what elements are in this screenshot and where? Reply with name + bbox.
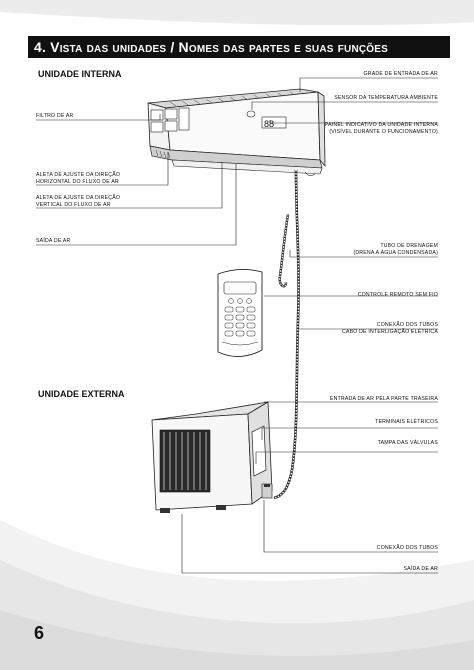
page-number: 6 (34, 623, 45, 643)
label-valve-cover: TAMPA DAS VÁLVULAS (377, 440, 438, 446)
label-pipe-connection-outdoor: CONEXÃO DOS TUBOS (376, 545, 438, 551)
label-horizontal-louver-2: HORIZONTAL DO FLUXO DE AR (36, 179, 119, 185)
indoor-unit-drawing: 88 (147, 88, 326, 176)
label-remote-control: CONTROLE REMOTO SEM FIO (357, 292, 438, 298)
label-air-inlet-grille: GRADE DE ENTRADA DE AR (363, 71, 438, 77)
label-pipe-connection-2: CABO DE INTERLIGAÇÃO ELÉTRICA (341, 329, 438, 335)
title-bar (28, 36, 450, 58)
leader-lines (36, 77, 438, 574)
label-drain-pipe-1: TUBO DE DRENAGEM (380, 243, 438, 249)
page-title: 4. Vista das unidades / Nomes das partes… (34, 39, 389, 55)
label-air-outlet: SAÍDA DE AR (36, 238, 71, 244)
label-pipe-connection-1: CONEXÃO DOS TUBOS (376, 322, 438, 328)
connection-pipe-drawing (273, 169, 300, 500)
outdoor-unit-drawing (151, 401, 273, 513)
remote-control-drawing (217, 269, 263, 357)
label-rear-air-inlet: ENTRADA DE AR PELA PARTE TRASEIRA (329, 396, 438, 402)
section-outdoor-unit: UNIDADE EXTERNA (38, 389, 125, 399)
label-electrical-terminals: TERMINAIS ELÉTRICOS (375, 419, 438, 425)
label-air-filter: FILTRO DE AR (36, 113, 74, 119)
label-vertical-louver-2: VERTICAL DO FLUXO DE AR (36, 202, 111, 208)
label-room-temp-sensor: SENSOR DA TEMPERATURA AMBIENTE (334, 95, 438, 101)
label-horizontal-louver-1: ALETA DE AJUSTE DA DIREÇÃO (36, 172, 121, 178)
label-drain-pipe-2: (DRENA A ÁGUA CONDENSADA) (353, 250, 438, 256)
label-vertical-louver-1: ALETA DE AJUSTE DA DIREÇÃO (36, 195, 121, 201)
section-indoor-unit: UNIDADE INTERNA (38, 69, 122, 79)
label-indicator-panel-2: (VISÍVEL DURANTE O FUNCIONAMENTO) (329, 129, 438, 135)
label-indicator-panel-1: PAINEL INDICATIVO DA UNIDADE INTERNA (324, 122, 438, 128)
indicator-display: 88 (264, 119, 274, 129)
label-outdoor-air-outlet: SAÍDA DE AR (403, 566, 438, 572)
